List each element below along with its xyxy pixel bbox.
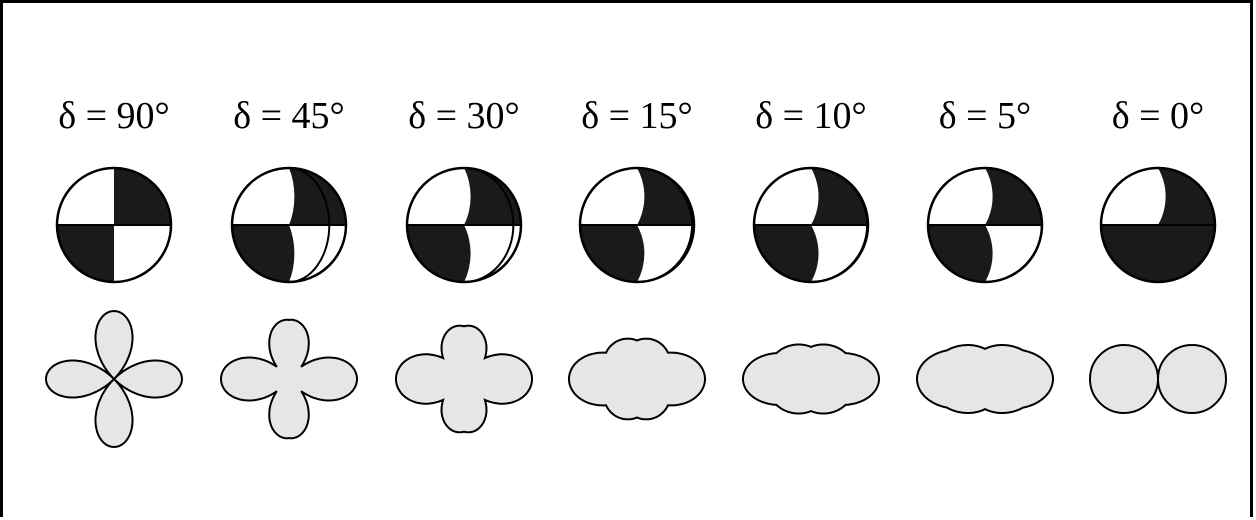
dip-90-compression-2 [114,168,171,225]
dip-0-lobe-left [1089,344,1159,414]
dip-0-compression-1 [1101,225,1215,282]
dip-90-beachball [55,166,173,284]
dip-0-beachball [1099,166,1217,284]
dip-10-radiation-pattern [742,343,880,415]
beachball-row [55,166,1217,284]
dip-labels: δ = 90° δ = 45° δ = 30° δ = 15° δ = 10° δ = 5… [58,95,1204,137]
dip-45-radiation-pattern [220,318,358,440]
dip-30-radiation-outline [395,324,533,434]
dip-5-compression-1 [928,225,993,282]
dip-30-label: δ = 30° [408,95,520,137]
dip-0-lobe-right [1157,344,1227,414]
dip-10-radiation-outline [742,343,880,415]
dip-45-beachball [230,166,348,284]
dip-0-label: δ = 0° [1112,95,1205,137]
dip-30-beachball-outline [405,166,523,284]
dip-10-beachball-outline [752,166,870,284]
dip-15-radiation-pattern [568,337,706,421]
dip-0-compression-2 [1158,168,1215,225]
dip-5-label: δ = 5° [939,95,1032,137]
dip-15-compression-1 [580,225,645,282]
dip-10-compression-1 [754,225,819,282]
dip-30-radiation-pattern [395,324,533,434]
dip-10-beachball [752,166,870,284]
dip-30-compression-1 [407,225,471,282]
dip-30-beachball [405,166,523,284]
dip-5-beachball-outline [926,166,1044,284]
dip-15-label: δ = 15° [581,95,693,137]
dip-15-radiation-outline [568,337,706,421]
dip-90-beachball-outline [55,166,173,284]
dip-5-beachball [926,166,1044,284]
dip-90-compression-1 [57,225,114,282]
dip-90-radiation-pattern [44,309,184,449]
dip-45-compression-2 [289,168,346,225]
dip-5-compression-2 [985,168,1042,225]
dip-45-beachball-outline [230,166,348,284]
dip-5-radiation-pattern [916,344,1054,414]
dip-90-radiation-outline [44,309,184,449]
dip-45-radiation-outline [220,318,358,440]
dip-30-compression-2 [464,168,521,225]
dip-5-radiation-outline [916,344,1054,414]
dip-10-label: δ = 10° [755,95,867,137]
dip-0-beachball-outline [1099,166,1217,284]
dip-90-label: δ = 90° [58,95,170,137]
dip-0-radiation-pattern [1089,344,1227,414]
dip-15-beachball-outline [578,166,696,284]
dip-45-compression-1 [232,225,295,282]
radiation-pattern-row [44,309,1227,449]
dip-10-compression-2 [811,168,868,225]
dip-15-beachball [578,166,696,284]
dip-45-label: δ = 45° [233,95,345,137]
dip-15-compression-2 [637,168,694,225]
